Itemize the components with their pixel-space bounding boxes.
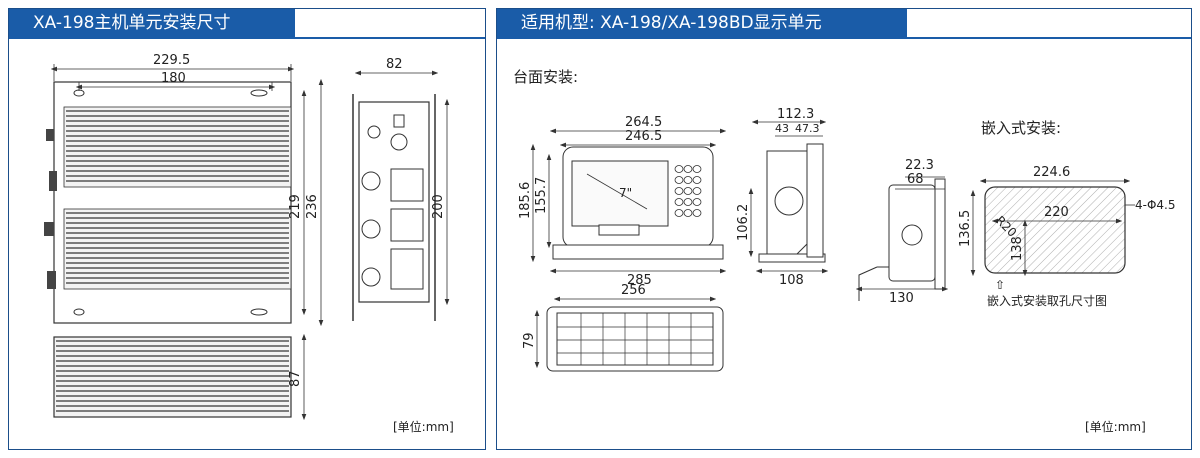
dim-47-3: 47.3	[795, 122, 820, 135]
header-rule	[9, 37, 485, 39]
dim-87: 87	[288, 370, 303, 387]
dim-219: 219	[288, 194, 303, 219]
dim-200: 200	[431, 194, 446, 219]
main-unit-bottom-view	[53, 336, 292, 418]
dim-138: 138	[1010, 236, 1025, 261]
main-unit-drawing: 229.5 180 219 236 82 200 87 [单位:mm]	[44, 53, 454, 434]
display-side-view	[758, 143, 826, 263]
dim-136-5: 136.5	[958, 210, 973, 247]
cutout-caption: 嵌入式安装取孔尺寸图	[987, 293, 1107, 308]
main-unit-side-view	[358, 101, 430, 303]
dim-220: 220	[1044, 205, 1069, 220]
dim-155-7: 155.7	[534, 177, 549, 214]
dim-22-3: 22.3	[905, 158, 934, 173]
dim-130: 130	[889, 291, 914, 306]
unit-note-right: [单位:mm]	[1085, 419, 1146, 434]
display-top-view	[546, 306, 724, 372]
dim-256: 256	[621, 283, 646, 298]
holes-label: 4-Φ4.5	[1135, 198, 1176, 212]
header-rule	[497, 37, 1191, 39]
display-unit-drawing: 台面安装: 7" 264.5 246.5 285 185.6 155.7	[513, 68, 1176, 434]
desk-mount-label: 台面安装:	[513, 68, 578, 86]
dim-236: 236	[305, 194, 320, 219]
flush-side-view	[858, 178, 946, 301]
display-unit-title: 适用机型: XA-198/XA-198BD显示单元	[497, 9, 907, 37]
dim-180: 180	[161, 71, 186, 86]
unit-note-left: [单位:mm]	[393, 419, 454, 434]
dim-185-6: 185.6	[518, 182, 533, 219]
dim-108: 108	[779, 273, 804, 288]
cutout-view	[984, 186, 1126, 274]
dim-82: 82	[386, 57, 403, 72]
main-unit-panel: XA-198主机单元安装尺寸 229.5 180	[8, 8, 486, 450]
flush-mount-label: 嵌入式安装:	[981, 119, 1061, 137]
dim-43: 43	[775, 122, 789, 135]
dim-285: 285	[627, 273, 652, 288]
dim-229-5: 229.5	[153, 53, 190, 68]
dim-79: 79	[522, 332, 537, 349]
dim-68: 68	[907, 172, 924, 187]
dim-224-6: 224.6	[1033, 165, 1070, 180]
dim-106-2: 106.2	[736, 204, 751, 241]
dim-264-5: 264.5	[625, 115, 662, 130]
dim-246-5: 246.5	[625, 129, 662, 144]
display-unit-panel: 适用机型: XA-198/XA-198BD显示单元 台面安装: 7" 264.5…	[496, 8, 1192, 450]
main-unit-title: XA-198主机单元安装尺寸	[9, 9, 295, 37]
display-front-view	[552, 146, 724, 260]
up-arrow-icon: ⇧	[995, 278, 1005, 292]
dim-112-3: 112.3	[777, 107, 814, 122]
screen-size-label: 7"	[619, 186, 632, 200]
